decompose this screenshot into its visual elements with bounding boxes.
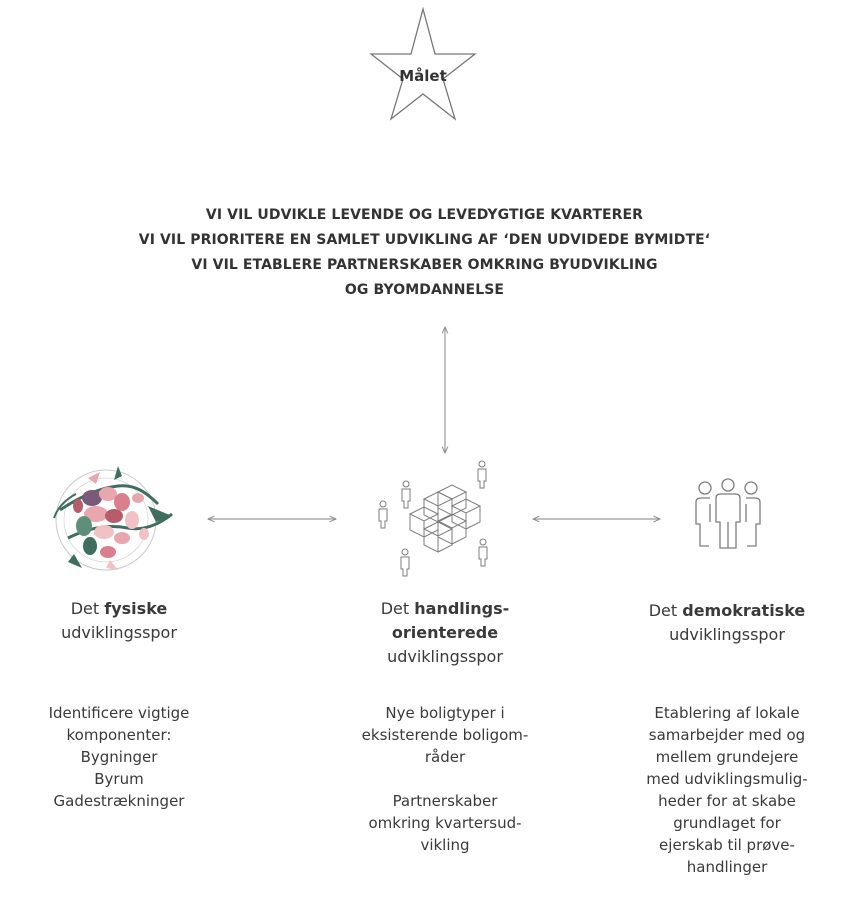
text-line: med udviklingsmulig- <box>646 770 808 788</box>
track-title: Det handlings- orienterede udviklingsspo… <box>324 597 566 669</box>
text-line: samarbejder med og <box>648 726 806 744</box>
text-line: grundlaget for <box>673 814 781 832</box>
goal-line: OG BYOMDANNELSE <box>344 282 505 298</box>
city-map-icon <box>48 458 178 583</box>
cubes-people-icon <box>370 456 500 588</box>
goal-line: VI VIL PRIORITERE EN SAMLET UDVIKLING AF… <box>138 232 711 248</box>
text-line: Identificere vigtige <box>48 704 190 722</box>
title-bold: fysiske <box>104 599 168 618</box>
track-physical: Det fysiske udviklingsspor Identificere … <box>0 597 238 812</box>
text-line: mellem grundejere <box>655 748 799 766</box>
track-action-oriented: Det handlings- orienterede udviklingsspo… <box>324 597 566 856</box>
text-line: komponenter: <box>66 726 172 744</box>
text-line: ejerskab til prøve- <box>659 836 795 854</box>
title-bold: demokratiske <box>682 601 806 620</box>
text-line: Etablering af lokale <box>654 704 800 722</box>
title-prefix: Det <box>648 601 683 620</box>
text-line: Partnerskaber <box>392 792 498 810</box>
text-line: omkring kvartersud- <box>368 814 522 832</box>
title-suffix: udviklingsspor <box>387 647 503 666</box>
person-icon <box>477 460 487 489</box>
text-line: Byrum <box>94 770 144 788</box>
text-line: handlinger <box>686 858 768 876</box>
text-line: vikling <box>420 836 470 854</box>
title-suffix: udviklingsspor <box>669 625 785 644</box>
star-icon <box>369 6 477 121</box>
track-description: Nye boligtyper i eksisterende boligom- r… <box>324 702 566 856</box>
goals-block: VI VIL UDVIKLE LEVENDE OG LEVEDYGTIGE KV… <box>40 203 809 303</box>
text-line: råder <box>424 748 466 766</box>
goal-star: Målet <box>368 6 478 122</box>
star-label: Målet <box>399 67 447 85</box>
text-line: eksisterende boligom- <box>361 726 529 744</box>
text-line: heder for at skabe <box>658 792 796 810</box>
goal-line: VI VIL UDVIKLE LEVENDE OG LEVEDYGTIGE KV… <box>205 207 644 223</box>
title-bold: handlings- <box>414 599 510 618</box>
title-prefix: Det <box>70 599 105 618</box>
text-line: Nye boligtyper i <box>385 704 505 722</box>
track-democratic: Det demokratiske udviklingsspor Etableri… <box>609 599 845 878</box>
group-people-icon <box>692 478 764 552</box>
track-title: Det fysiske udviklingsspor <box>0 597 238 645</box>
title-suffix: udviklingsspor <box>61 623 177 642</box>
text-line: Gadestrækninger <box>53 792 185 810</box>
text-line: Bygninger <box>80 748 158 766</box>
track-title: Det demokratiske udviklingsspor <box>609 599 845 647</box>
track-description: Etablering af lokale samarbejder med og … <box>609 702 845 878</box>
goal-line: VI VIL ETABLERE PARTNERSKABER OMKRING BY… <box>191 257 658 273</box>
track-description: Identificere vigtige komponenter: Bygnin… <box>0 702 238 812</box>
title-prefix: Det <box>380 599 415 618</box>
title-bold: orienterede <box>391 623 499 642</box>
